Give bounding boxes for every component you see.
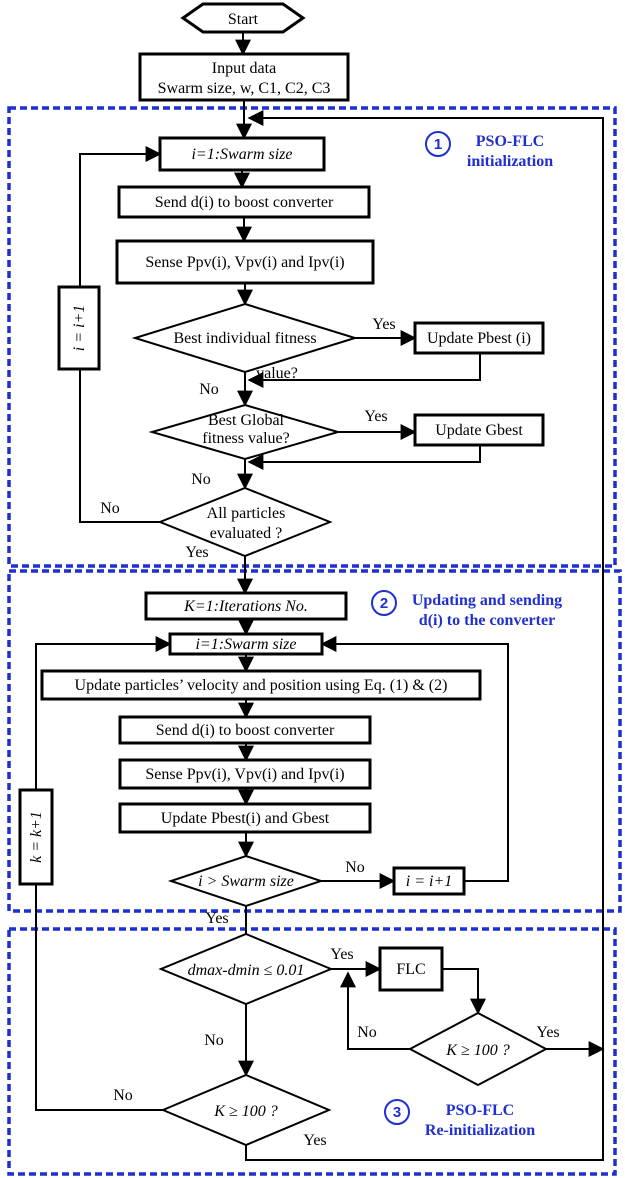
s1-best-glob-label-2: fitness value? (202, 430, 290, 447)
input-data-box (138, 52, 350, 102)
edge (442, 968, 486, 1015)
s1-sense-box (115, 239, 375, 285)
s2-sense-label: Sense Ppv(i), Vpv(i) and Ipv(i) (145, 766, 344, 783)
section-1-border (7, 106, 617, 568)
section-1-title-2: initialization (467, 153, 553, 170)
s1-update-gbest-label: Update Gbest (435, 422, 523, 439)
s3-flc-box (378, 946, 444, 992)
s2-k-increment-box (18, 788, 54, 886)
input-label-1: Input data (212, 60, 276, 77)
s2-update-velocity-box (40, 669, 482, 701)
edge (320, 636, 509, 882)
s3-cond-label: dmax-dmin ≤ 0.01 (188, 962, 305, 979)
section-2-title-1: Updating and sending (412, 592, 562, 609)
section-3-number-badge (384, 1099, 410, 1125)
s2-update-velocity-label: Update particles’ velocity and position … (75, 677, 448, 694)
s3-no-label-1: No (357, 1024, 377, 1041)
s1-no-label-1: No (199, 381, 219, 398)
s3-no-label-2: No (204, 1032, 224, 1049)
section-2-number: 2 (380, 595, 388, 612)
s1-increment-box (57, 285, 101, 371)
start-terminal (180, 2, 306, 34)
s1-best-glob-label-1: Best Global (208, 412, 285, 429)
section-2-title-2: d(i) to the converter (419, 612, 555, 629)
s1-update-pbest-box (413, 321, 545, 355)
s2-update-best-label: Update Pbest(i) and Gbest (161, 810, 330, 827)
s1-no-label-3: No (100, 500, 120, 517)
s1-yes-label-1: Yes (372, 316, 395, 333)
s3-flc-label: FLC (396, 961, 425, 978)
s2-iterations-label: K=1:Iterations No. (183, 598, 308, 615)
section-3-title-1: PSO-FLC (446, 1102, 514, 1119)
input-label-2: Swarm size, w, C1, C2, C3 (158, 80, 331, 97)
s3-k-decision-1 (407, 1011, 549, 1087)
s1-best-ind-label-1: Best individual fitness (173, 330, 316, 347)
s1-yes-label-3: Yes (185, 544, 208, 561)
edge (247, 445, 481, 470)
s1-all-label-1: All particles (207, 505, 286, 522)
s2-yes-label: Yes (205, 910, 228, 927)
s2-no-label: No (345, 859, 365, 876)
section-1-title-1: PSO-FLC (476, 133, 544, 150)
s3-k2-label: K ≥ 100 ? (213, 1103, 277, 1120)
s1-send-label: Send d(i) to boost converter (155, 194, 334, 211)
s1-all-label-2: evaluated ? (210, 525, 282, 542)
s2-k-increment-label: k = k+1 (28, 811, 45, 863)
s3-k1-label: K ≥ 100 ? (445, 1042, 509, 1059)
s1-yes-label-2: Yes (364, 408, 387, 425)
section-3-border (7, 927, 617, 1176)
s1-best-ind-label-2: value? (256, 365, 298, 382)
s1-loop-label: i=1:Swarm size (191, 146, 292, 163)
edge (247, 353, 481, 388)
edge (245, 110, 604, 1161)
s1-no-label-2: No (191, 471, 211, 488)
section-2-number-badge (371, 590, 397, 616)
s3-yes-label-3: Yes (303, 1132, 326, 1149)
s1-increment-label: i = i+1 (71, 305, 88, 351)
section-1-number: 1 (434, 136, 442, 153)
s2-cond-label: i > Swarm size (198, 873, 294, 890)
s2-increment-label: i = i+1 (406, 873, 452, 890)
start-label: Start (228, 11, 259, 28)
s3-yes-label-1: Yes (330, 946, 353, 963)
edge (35, 636, 172, 1111)
s2-loop-label: i=1:Swarm size (195, 636, 296, 653)
s3-yes-label-2: Yes (536, 1024, 559, 1041)
edge (340, 971, 410, 1050)
section-1-number-badge (425, 131, 451, 157)
section-2-border (7, 569, 622, 913)
section-3-title-2: Re-initialization (425, 1122, 535, 1139)
s1-sense-label: Sense Ppv(i), Vpv(i) and Ipv(i) (145, 254, 344, 271)
s1-update-pbest-label: Update Pbest (i) (427, 330, 531, 347)
s3-no-label-3: No (113, 1087, 133, 1104)
s2-send-label: Send d(i) to boost converter (156, 722, 335, 739)
s2-increment-box (392, 866, 466, 896)
section-3-number: 3 (393, 1104, 401, 1121)
s2-update-best-box (118, 802, 372, 834)
